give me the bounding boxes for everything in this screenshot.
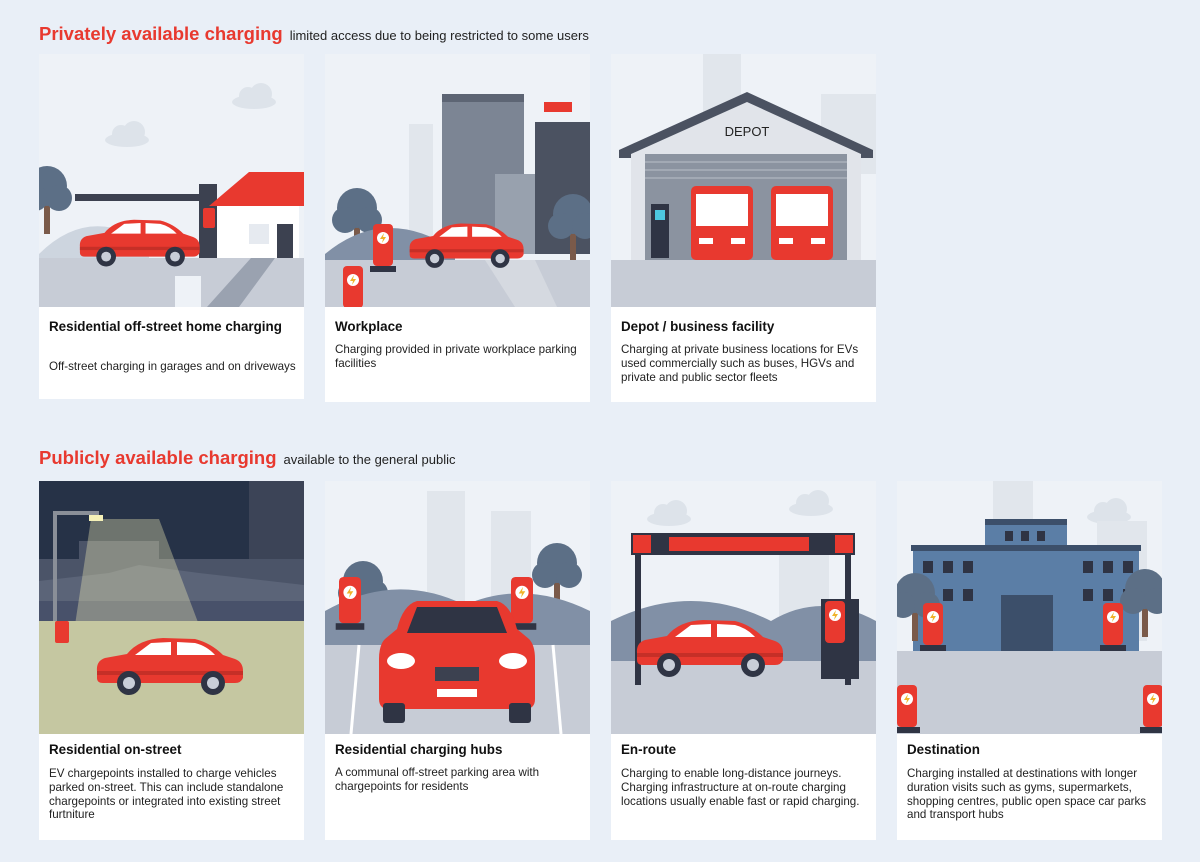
workplace-illustration — [325, 54, 590, 307]
card-workplace: Workplace Charging provided in private w… — [325, 54, 590, 402]
section-subtitle: available to the general public — [283, 452, 456, 467]
card-description: Charging provided in private workplace p… — [335, 343, 577, 370]
home-charging-illustration — [39, 54, 304, 307]
section-title: Publicly available charging — [39, 447, 277, 468]
card-title: Residential off-street home charging — [49, 319, 282, 334]
card-description: Charging at private business locations f… — [621, 343, 859, 384]
card-title: Residential on-street — [49, 742, 182, 757]
card-enroute: En-route Charging to enable long-distanc… — [611, 481, 876, 840]
public-section-heading: Publicly available charging available to… — [39, 447, 456, 469]
card-depot: DEPOT Depot / business facility Charging… — [611, 54, 876, 402]
enroute-illustration — [611, 481, 876, 734]
card-title: Residential charging hubs — [335, 742, 503, 757]
card-title: Destination — [907, 742, 980, 757]
onstreet-illustration — [39, 481, 304, 734]
card-title: Workplace — [335, 319, 403, 334]
card-title: Depot / business facility — [621, 319, 775, 334]
card-description: Charging installed at destinations with … — [907, 767, 1147, 822]
card-charging-hubs: Residential charging hubs A communal off… — [325, 481, 590, 840]
destination-illustration — [897, 481, 1162, 734]
charging-hubs-illustration — [325, 481, 590, 734]
card-description: EV chargepoints installed to charge vehi… — [49, 767, 284, 822]
card-residential-onstreet: Residential on-street EV chargepoints in… — [39, 481, 304, 840]
section-subtitle: limited access due to being restricted t… — [289, 28, 589, 43]
depot-illustration: DEPOT — [611, 54, 876, 307]
card-destination: Destination Charging installed at destin… — [897, 481, 1162, 840]
card-residential-home: Residential off-street home charging Off… — [39, 54, 304, 399]
card-description: A communal off-street parking area with … — [335, 766, 540, 793]
section-title: Privately available charging — [39, 23, 283, 44]
card-description: Off-street charging in garages and on dr… — [49, 360, 296, 373]
private-section-heading: Privately available charging limited acc… — [39, 23, 589, 45]
depot-sign-text: DEPOT — [725, 124, 770, 139]
card-description: Charging to enable long-distance journey… — [621, 767, 860, 808]
card-title: En-route — [621, 742, 677, 757]
